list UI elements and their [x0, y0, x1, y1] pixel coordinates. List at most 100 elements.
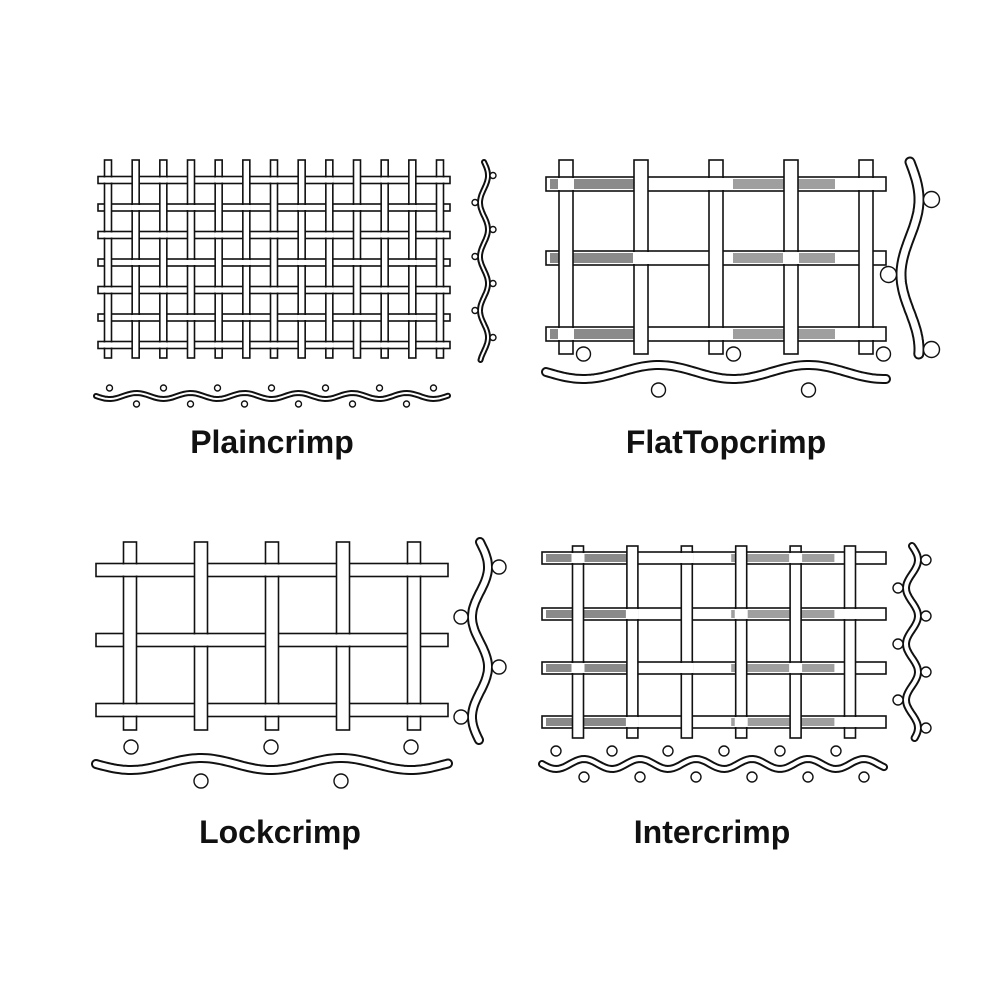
panel-lock-crimp — [91, 537, 507, 789]
crossing-mask — [297, 315, 307, 320]
wire-shading — [731, 664, 835, 672]
crossing-mask — [269, 177, 279, 183]
cross-wire-circle — [294, 400, 303, 408]
crossing-mask — [131, 315, 141, 320]
crossing-mask — [680, 553, 694, 563]
vertical-wire — [103, 159, 113, 359]
cross-wire-circle — [690, 771, 702, 783]
vertical-wire — [680, 545, 694, 739]
cross-wire-circle — [132, 400, 141, 408]
label-plain-crimp: Plaincrimp — [190, 424, 354, 460]
crossing-mask — [269, 342, 279, 348]
cross-wire-circle — [578, 771, 590, 783]
cross-wire-circle — [471, 198, 479, 207]
crossing-mask — [407, 260, 417, 265]
cross-wire-circle — [348, 400, 357, 408]
crossing-mask — [352, 205, 362, 210]
cross-wire-circle — [240, 400, 249, 408]
vertical-wire — [435, 159, 445, 359]
cross-wire-circle — [105, 384, 114, 392]
cross-wire-circle — [453, 609, 469, 625]
crossing-mask — [625, 717, 639, 727]
cross-wire-circle — [491, 559, 507, 575]
cross-wire-circle — [375, 384, 384, 392]
crossing-mask — [435, 342, 445, 348]
wire-shading — [546, 664, 632, 672]
cross-wire-circle — [263, 739, 279, 755]
crossing-mask — [158, 232, 168, 238]
cross-wire-circle — [550, 745, 562, 757]
crossing-mask — [264, 564, 280, 576]
cross-wire-circle — [321, 384, 330, 392]
crossing-mask — [269, 232, 279, 238]
crossing-mask — [407, 205, 417, 210]
cross-wire-circle — [892, 694, 904, 706]
cross-wire-circle — [606, 745, 618, 757]
cross-wire-circle — [471, 252, 479, 261]
cross-wire-circle — [213, 384, 222, 392]
vertical-wire — [325, 159, 334, 359]
crossing-mask — [122, 564, 138, 576]
crossing-mask — [158, 342, 168, 348]
cross-wire-circle — [429, 384, 438, 392]
crossing-mask — [783, 252, 799, 264]
cross-wire-circle — [875, 346, 892, 362]
profile-wire-core — [540, 756, 886, 772]
crossing-mask — [297, 205, 307, 210]
crossing-mask — [324, 342, 334, 348]
crossing-mask — [264, 704, 280, 716]
crossing-mask — [122, 704, 138, 716]
profile-wire-core — [469, 539, 491, 743]
wire-shading — [550, 253, 635, 263]
crossing-mask — [406, 564, 422, 576]
vertical-wire — [626, 545, 639, 739]
cross-wire-circle — [186, 400, 195, 408]
crossing-mask — [843, 609, 857, 619]
vertical-wire — [858, 159, 874, 355]
profile-wire-core — [478, 161, 490, 361]
cross-wire-circle — [575, 346, 592, 362]
profile-wire-core — [93, 755, 451, 773]
cross-wire-circle — [725, 346, 742, 362]
cross-wire-circle — [892, 582, 904, 594]
wire-shading — [546, 554, 632, 562]
label-lock-crimp: Lockcrimp — [199, 814, 361, 850]
cross-wire-circle — [718, 745, 730, 757]
crossing-mask — [214, 177, 224, 183]
crossing-mask — [186, 315, 196, 320]
cross-wire-circle — [333, 773, 349, 789]
crossing-mask — [131, 260, 141, 265]
crossing-mask — [241, 315, 251, 320]
cross-wire-circle — [920, 554, 932, 566]
vertical-wire — [843, 545, 857, 739]
cross-wire-circle — [491, 659, 507, 675]
panel-flat-top-crimp — [541, 156, 941, 398]
crossing-mask — [103, 287, 113, 293]
crossing-mask — [680, 663, 694, 673]
crossing-mask — [103, 232, 113, 238]
vertical-wire — [269, 159, 279, 359]
cross-wire-circle — [193, 773, 209, 789]
crossing-mask — [186, 205, 196, 210]
crossing-mask — [571, 663, 585, 673]
crossing-mask — [103, 342, 113, 348]
cross-wire-circle — [453, 709, 469, 725]
profile-wire-core — [903, 544, 921, 740]
crossing-mask — [734, 717, 748, 727]
vertical-wire — [708, 159, 724, 355]
vertical-wire — [214, 159, 223, 359]
cross-wire-circle — [858, 771, 870, 783]
crossing-mask — [186, 260, 196, 265]
crossing-mask — [214, 232, 224, 238]
vertical-wire — [159, 159, 168, 359]
crossing-mask — [214, 342, 224, 348]
crossing-mask — [297, 260, 307, 265]
cross-wire-circle — [489, 333, 497, 342]
vertical-wire — [789, 545, 802, 739]
profile-wire-core — [95, 391, 449, 401]
wire-shading — [731, 554, 835, 562]
crossing-mask — [193, 634, 209, 646]
crossing-mask — [324, 287, 334, 293]
